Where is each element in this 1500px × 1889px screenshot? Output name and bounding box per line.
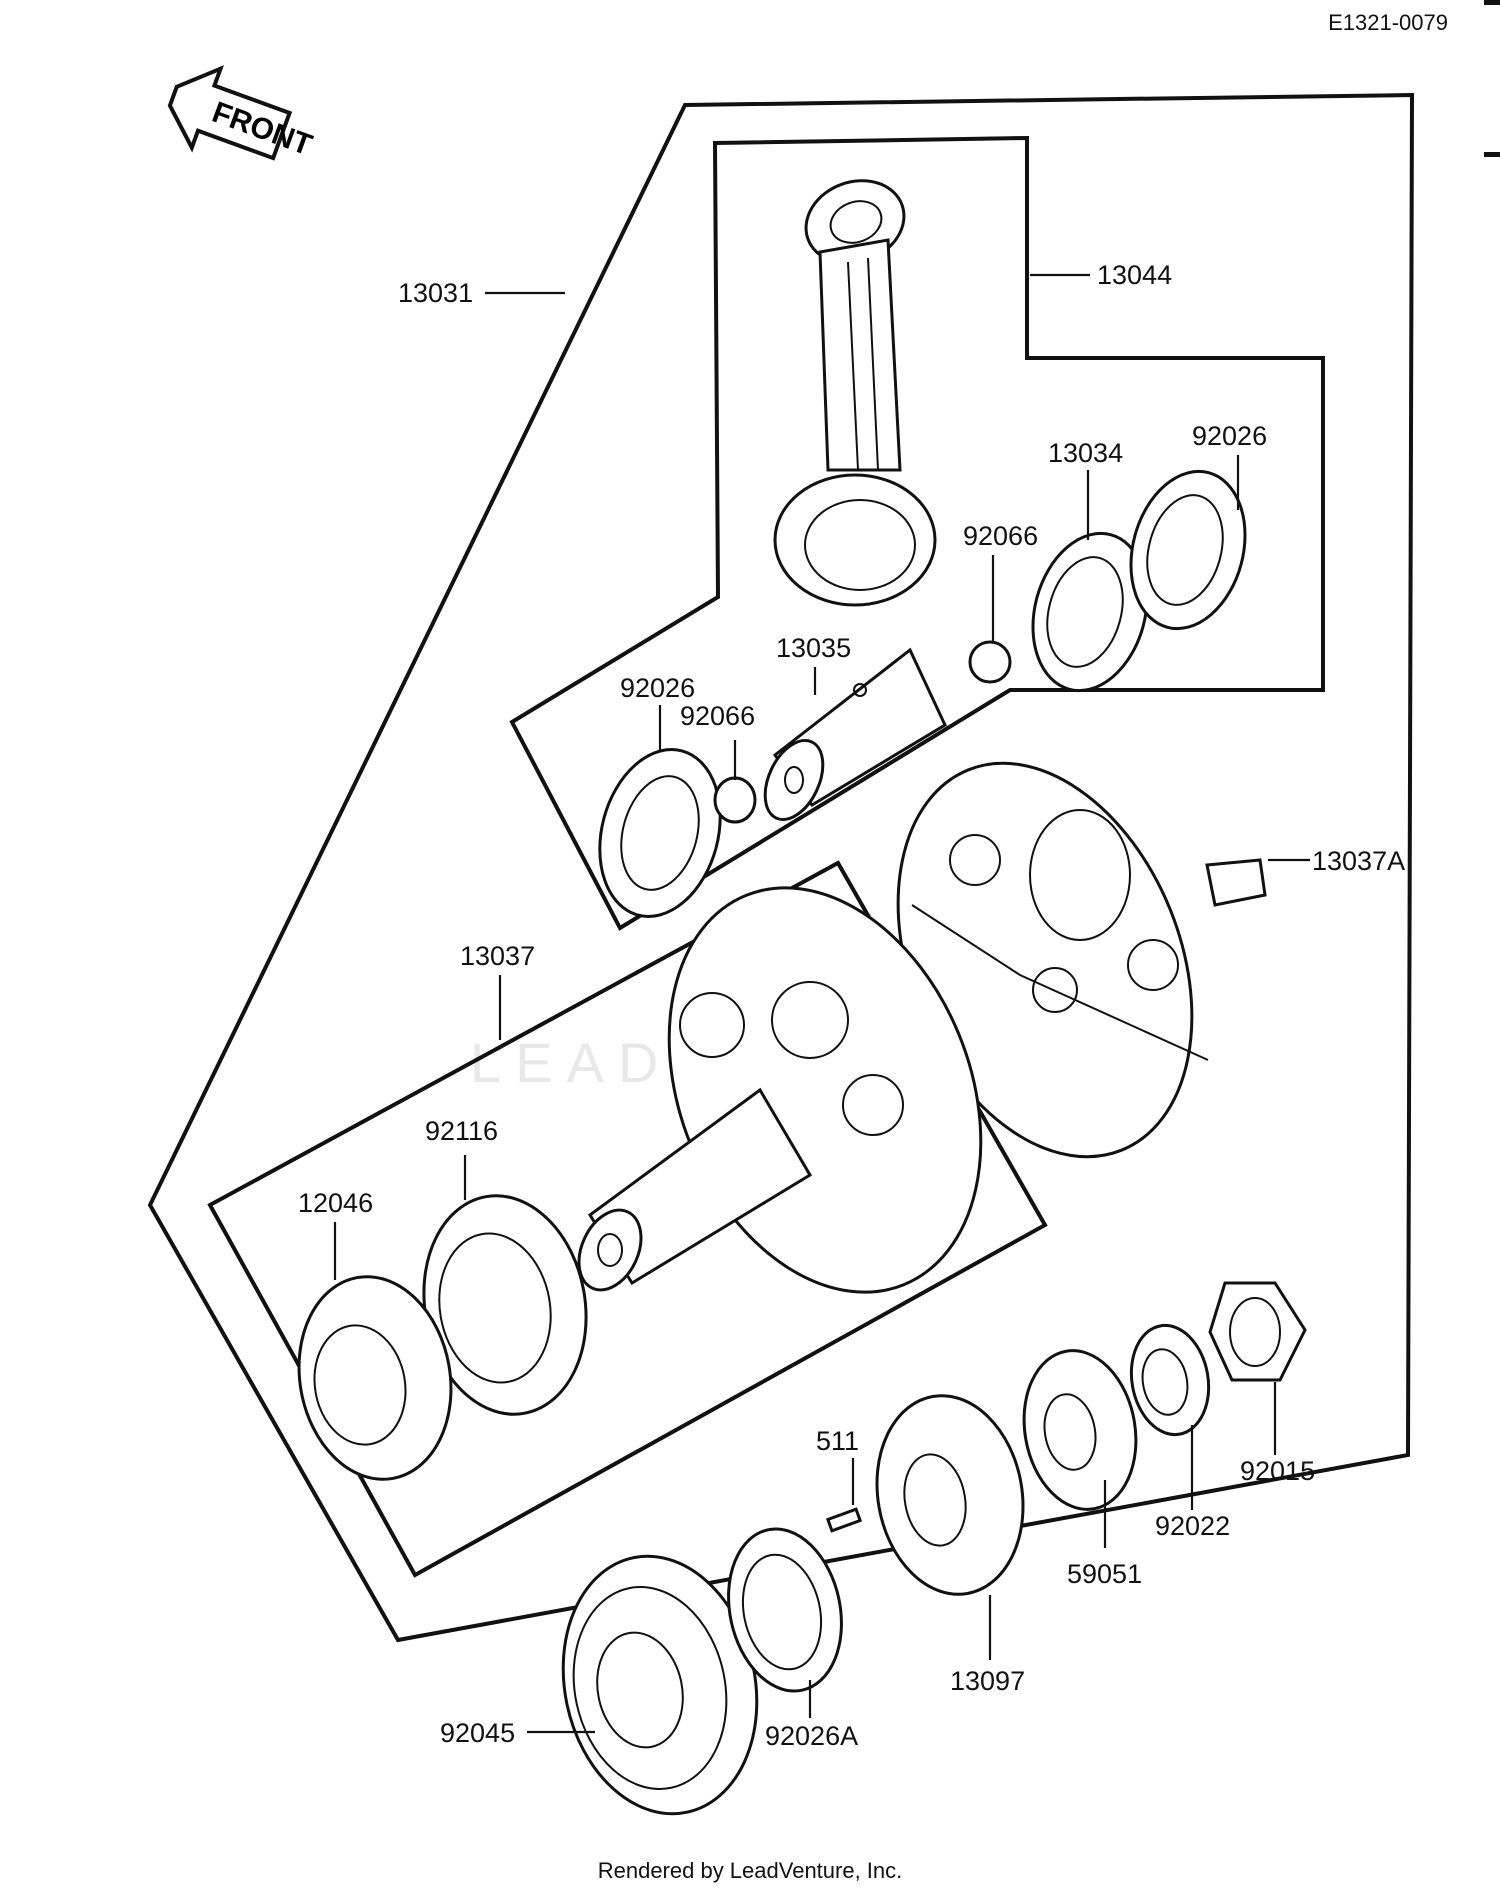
right-flywheel bbox=[896, 761, 1267, 1159]
label-12046: 12046 bbox=[298, 1188, 373, 1218]
edge-mark bbox=[1484, 0, 1500, 5]
label-92026A: 92026A bbox=[765, 1721, 858, 1751]
collar-mid bbox=[713, 776, 757, 824]
part-labels: 13031 13044 13034 92026 92066 13035 9202… bbox=[298, 260, 1405, 1751]
label-92026-top: 92026 bbox=[1192, 421, 1267, 451]
gear-92116 bbox=[422, 1194, 588, 1416]
label-92026-mid: 92026 bbox=[620, 673, 695, 703]
label-13037A: 13037A bbox=[1312, 846, 1405, 876]
diagram-code: E1321-0079 bbox=[1328, 10, 1448, 35]
label-92022: 92022 bbox=[1155, 1511, 1230, 1541]
label-13044: 13044 bbox=[1097, 260, 1172, 290]
front-arrow: FRONT bbox=[167, 65, 316, 162]
label-92066-mid: 92066 bbox=[680, 701, 755, 731]
needle-bearing bbox=[1031, 531, 1149, 693]
label-13037: 13037 bbox=[460, 941, 535, 971]
crank-pin bbox=[763, 647, 947, 822]
label-13031: 13031 bbox=[398, 278, 473, 308]
lock-washer bbox=[1129, 1323, 1211, 1437]
leader-lines bbox=[333, 273, 1310, 1734]
gear-13097 bbox=[875, 1394, 1025, 1596]
thrust-washer-top bbox=[1129, 469, 1247, 631]
gear-12046 bbox=[297, 1275, 453, 1481]
footer-credit: Rendered by LeadVenture, Inc. bbox=[597, 1858, 903, 1883]
connecting-rod bbox=[773, 179, 937, 607]
gear-59051 bbox=[1022, 1349, 1138, 1511]
label-13097: 13097 bbox=[950, 1666, 1025, 1696]
label-13035: 13035 bbox=[776, 633, 851, 663]
label-59051: 59051 bbox=[1067, 1559, 1142, 1589]
nut bbox=[1208, 1281, 1307, 1382]
label-92015: 92015 bbox=[1240, 1456, 1315, 1486]
label-92116: 92116 bbox=[425, 1116, 498, 1146]
label-92066-top: 92066 bbox=[963, 521, 1038, 551]
ball-bearing bbox=[561, 1554, 759, 1816]
oil-seal bbox=[727, 1527, 843, 1693]
woodruff-key bbox=[825, 1507, 863, 1533]
left-flywheel bbox=[577, 886, 983, 1294]
label-92045: 92045 bbox=[440, 1718, 515, 1748]
thrust-washer-mid bbox=[598, 748, 722, 918]
edge-mark bbox=[1484, 152, 1500, 157]
label-511: 511 bbox=[816, 1426, 859, 1456]
conrod-kit-outline bbox=[509, 135, 1325, 931]
label-13034: 13034 bbox=[1048, 438, 1123, 468]
collar-top bbox=[968, 640, 1012, 684]
